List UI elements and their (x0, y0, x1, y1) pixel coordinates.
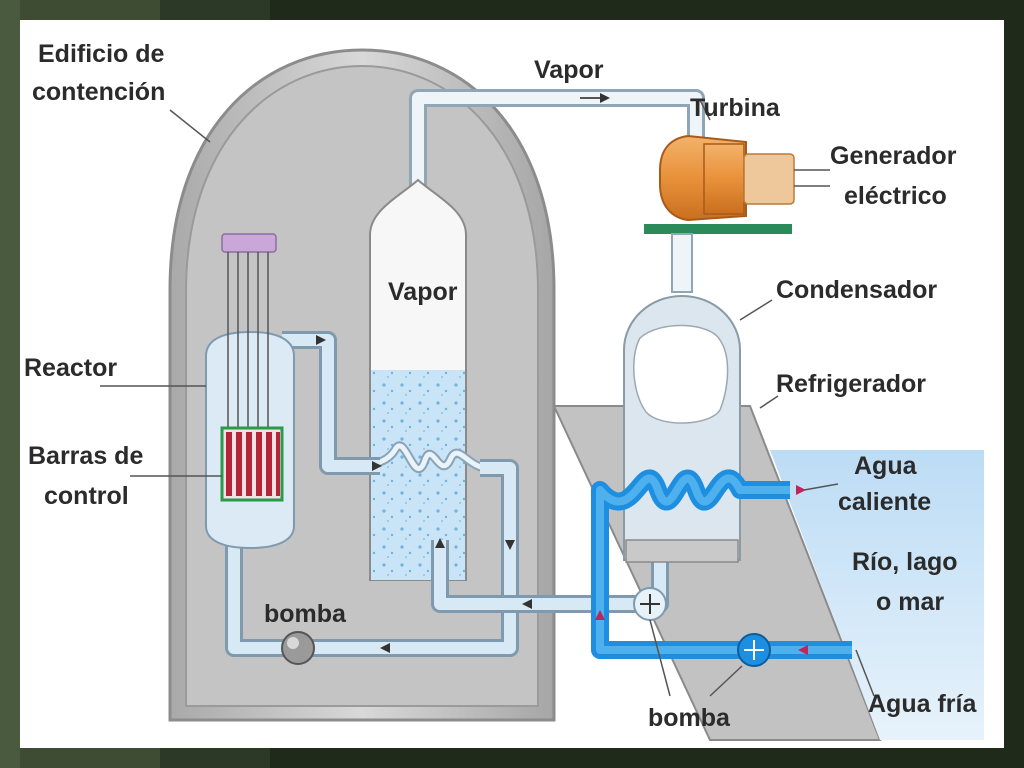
flow-arrow-icon (595, 610, 605, 620)
steam-pipe (409, 89, 705, 190)
label-cold-water: Agua fría (868, 690, 977, 718)
labels: Edificio de contención Vapor Turbina Gen… (24, 40, 977, 732)
steam-cloud (633, 324, 729, 424)
label-containment-2: contención (32, 78, 165, 106)
control-rods (226, 432, 280, 496)
label-reactor: Reactor (24, 354, 117, 382)
label-steam-pipe: Vapor (534, 56, 604, 84)
generator-body (743, 153, 795, 205)
steam-arrow-icon (600, 93, 610, 103)
label-turbine: Turbina (690, 94, 781, 122)
rod-shafts (227, 252, 269, 428)
label-river-2: o mar (876, 588, 944, 616)
flow-arrow-icon (798, 645, 808, 655)
flow-arrow-icon (380, 643, 390, 653)
flow-arrow-icon (372, 461, 382, 471)
river-water (770, 450, 984, 740)
flow-arrow-icon (505, 540, 515, 550)
label-pump-left: bomba (264, 600, 347, 628)
label-river-1: Río, lago (852, 548, 958, 576)
label-generator-1: Generador (830, 142, 957, 170)
label-pump-right: bomba (648, 704, 731, 732)
label-control-rods-2: control (44, 482, 129, 510)
label-hot-water-2: caliente (838, 488, 931, 516)
flow-arrow-icon (316, 335, 326, 345)
reactor-vessel (100, 233, 295, 550)
label-condenser: Condensador (776, 276, 937, 304)
diagram-panel: Edificio de contención Vapor Turbina Gen… (20, 20, 1004, 748)
flow-arrow-icon (435, 538, 445, 548)
label-hot-water-1: Agua (854, 452, 918, 480)
label-control-rods-1: Barras de (28, 442, 143, 470)
label-generator-2: eléctrico (844, 182, 947, 210)
secondary-circuit (431, 538, 669, 621)
nuclear-plant-diagram: Edificio de contención Vapor Turbina Gen… (24, 40, 984, 741)
frame-stripe-left (0, 0, 20, 768)
steam-tank-water (371, 370, 465, 580)
primary-circuit (225, 331, 519, 665)
turbine-generator (644, 99, 830, 234)
label-steam-tank: Vapor (388, 278, 458, 306)
flow-arrow-icon (522, 599, 532, 609)
steam-generator (339, 178, 491, 581)
reactor-pump-icon (281, 631, 315, 665)
cooling-loop (591, 395, 875, 697)
flow-arrow-icon (796, 485, 806, 495)
rod-drive-cap (221, 233, 277, 253)
label-refrigerator: Refrigerador (776, 370, 926, 398)
containment-leader (169, 109, 211, 143)
label-containment-1: Edificio de (38, 40, 165, 68)
turbine-base (644, 224, 792, 234)
